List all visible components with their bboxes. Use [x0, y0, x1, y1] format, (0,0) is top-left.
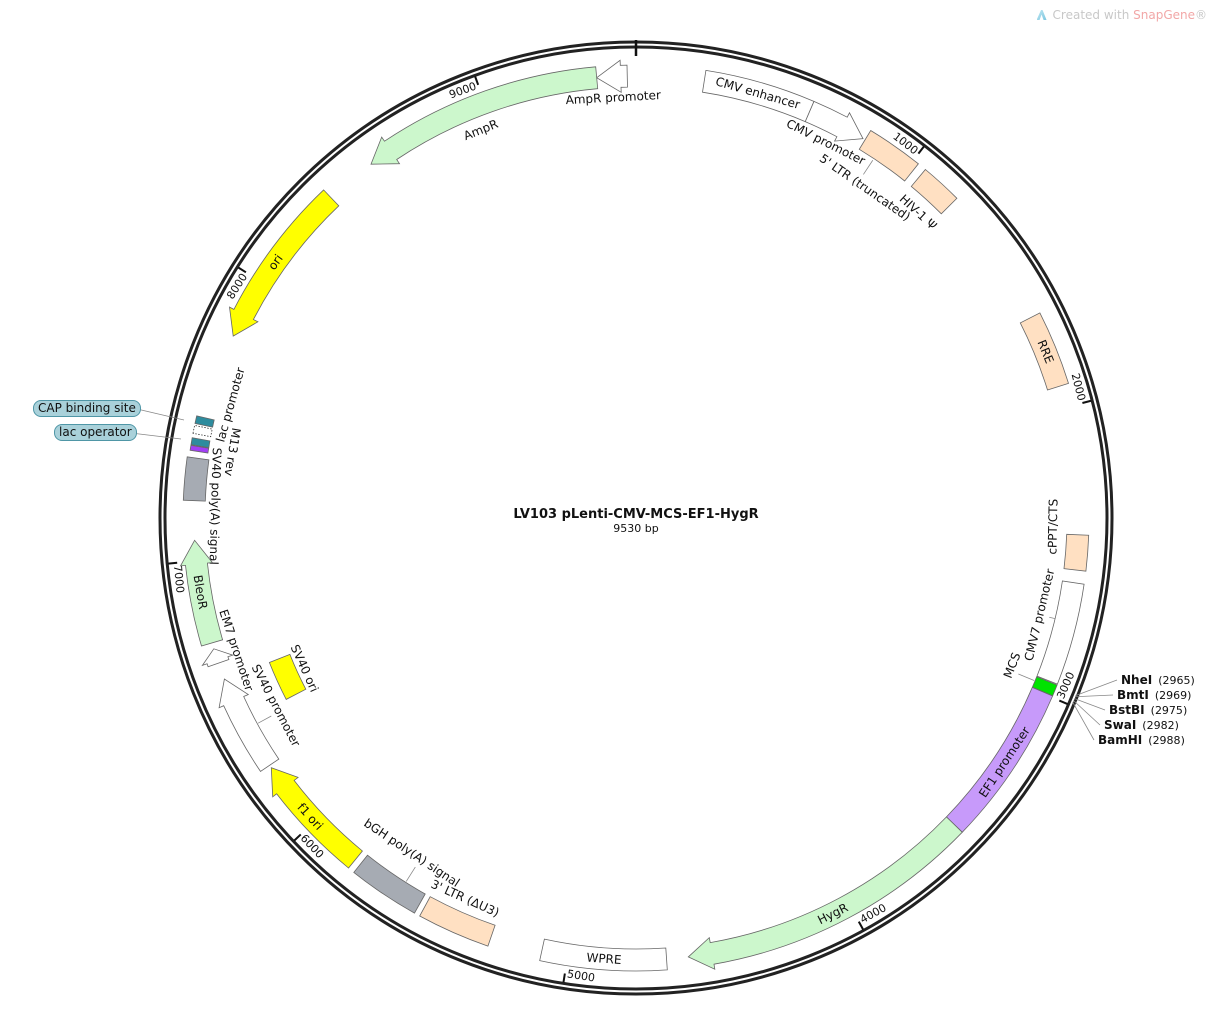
site-position: 2969	[1159, 689, 1187, 702]
site-position: 2982	[1147, 719, 1175, 732]
callout-line-lac-operator	[130, 432, 182, 440]
site-paren-close: )	[1175, 719, 1179, 732]
feature-label-em7[interactable]: EM7 promoter	[216, 608, 256, 693]
tick-mark	[562, 973, 566, 983]
site-line	[1075, 679, 1118, 696]
site-paren-open: (	[1158, 674, 1162, 687]
site-line	[1074, 694, 1114, 698]
feature-cmv-promoter[interactable]	[804, 100, 864, 142]
feature-cppt[interactable]	[1063, 533, 1090, 572]
site-name[interactable]: BamHI	[1098, 733, 1142, 747]
label-leader-line	[863, 160, 874, 175]
tick-mark	[168, 561, 178, 565]
callout-cap-binding-site[interactable]: CAP binding site	[33, 400, 141, 417]
label-leader-line	[1049, 616, 1056, 620]
feature-rre[interactable]	[1019, 312, 1070, 391]
feature-amp-promoter[interactable]	[595, 59, 628, 94]
site-name[interactable]: BmtI	[1117, 688, 1149, 702]
tick-mark	[237, 266, 247, 274]
feature-f1-ori[interactable]	[270, 767, 363, 869]
feature-bleor[interactable]	[179, 539, 224, 647]
feature-em7[interactable]	[201, 648, 234, 668]
feature-lac-operator[interactable]	[190, 437, 211, 449]
restriction-site-NheI[interactable]: NheI (2965)	[1121, 673, 1195, 687]
feature-label-cppt[interactable]: cPPT/CTS	[1045, 499, 1060, 555]
restriction-site-SwaI[interactable]: SwaI (2982)	[1104, 718, 1179, 732]
plasmid-length: 9530 bp	[613, 522, 658, 535]
site-line	[1073, 700, 1101, 726]
feature-lac-promoter[interactable]	[192, 424, 213, 438]
feature-hiv-psi[interactable]	[910, 168, 958, 215]
feature-m13-rev[interactable]	[189, 444, 210, 454]
site-paren-close: )	[1181, 734, 1185, 747]
feature-cmv-enhancer[interactable]	[702, 69, 815, 123]
label-leader-line	[1018, 673, 1035, 681]
tick-mark	[474, 76, 480, 86]
site-paren-open: (	[1155, 689, 1159, 702]
feature-wpre[interactable]	[539, 938, 668, 972]
site-name[interactable]: SwaI	[1104, 718, 1136, 732]
label-leader-line	[257, 715, 272, 724]
site-paren-open: (	[1142, 719, 1146, 732]
feature-ori[interactable]	[229, 189, 340, 337]
restriction-site-BmtI[interactable]: BmtI (2969)	[1117, 688, 1191, 702]
tick-mark	[1082, 399, 1092, 404]
feature-hygr[interactable]	[687, 816, 963, 970]
site-position: 2965	[1163, 674, 1191, 687]
tick-mark	[857, 921, 865, 930]
feature-sv40-ori[interactable]	[268, 653, 307, 700]
feature-mcs[interactable]	[1031, 676, 1058, 697]
feature-ampr[interactable]	[370, 66, 599, 165]
site-paren-close: )	[1183, 704, 1187, 717]
tick-mark	[1058, 699, 1068, 706]
feature-label-wpre[interactable]: WPRE	[586, 951, 622, 968]
tick-mark	[293, 833, 302, 842]
snapgene-logo: Created with SnapGene®	[1036, 8, 1207, 22]
callout-lac-operator[interactable]: lac operator	[54, 424, 137, 441]
feature-ltr5[interactable]	[858, 129, 919, 182]
restriction-site-BstBI[interactable]: BstBI (2975)	[1109, 703, 1187, 717]
feature-cap[interactable]	[194, 415, 215, 428]
site-paren-open: (	[1148, 734, 1152, 747]
logo-brand: SnapGene	[1133, 8, 1195, 22]
logo-prefix: Created with	[1052, 8, 1134, 22]
feature-bgh-polya[interactable]	[353, 854, 426, 914]
feature-label-ef1[interactable]: EF1 promoter	[976, 724, 1033, 800]
feature-label-amp-promoter[interactable]: AmpR promoter	[565, 88, 661, 107]
site-paren-open: (	[1151, 704, 1155, 717]
restriction-site-BamHI[interactable]: BamHI (2988)	[1098, 733, 1185, 747]
site-position: 2988	[1153, 734, 1181, 747]
feature-label-mcs[interactable]: MCS	[1001, 651, 1024, 681]
site-paren-close: )	[1187, 689, 1191, 702]
label-leader-line	[405, 866, 416, 882]
site-name[interactable]: BstBI	[1109, 703, 1145, 717]
site-line	[1072, 702, 1095, 741]
snapgene-logo-icon	[1036, 10, 1047, 20]
feature-label-sv40-polya[interactable]: SV40 poly(A) signal	[207, 447, 224, 565]
feature-sv40-promoter[interactable]	[218, 678, 280, 772]
tick-label: 5000	[566, 967, 596, 984]
logo-suffix: ®	[1195, 8, 1207, 22]
callout-line-cap	[136, 408, 185, 421]
site-line	[1074, 698, 1106, 711]
tick-label: 7000	[171, 565, 187, 594]
site-name[interactable]: NheI	[1121, 673, 1152, 687]
site-paren-close: )	[1191, 674, 1195, 687]
feature-sv40-polya[interactable]	[182, 456, 210, 502]
feature-ef1[interactable]	[945, 686, 1054, 833]
plasmid-name: LV103 pLenti-CMV-MCS-EF1-HygR	[513, 507, 758, 522]
feature-cmv7[interactable]	[1036, 580, 1085, 685]
tick-mark	[917, 145, 925, 155]
site-position: 2975	[1155, 704, 1183, 717]
feature-label-bleor[interactable]: BleoR	[190, 574, 210, 611]
feature-ltr3[interactable]	[419, 896, 496, 947]
